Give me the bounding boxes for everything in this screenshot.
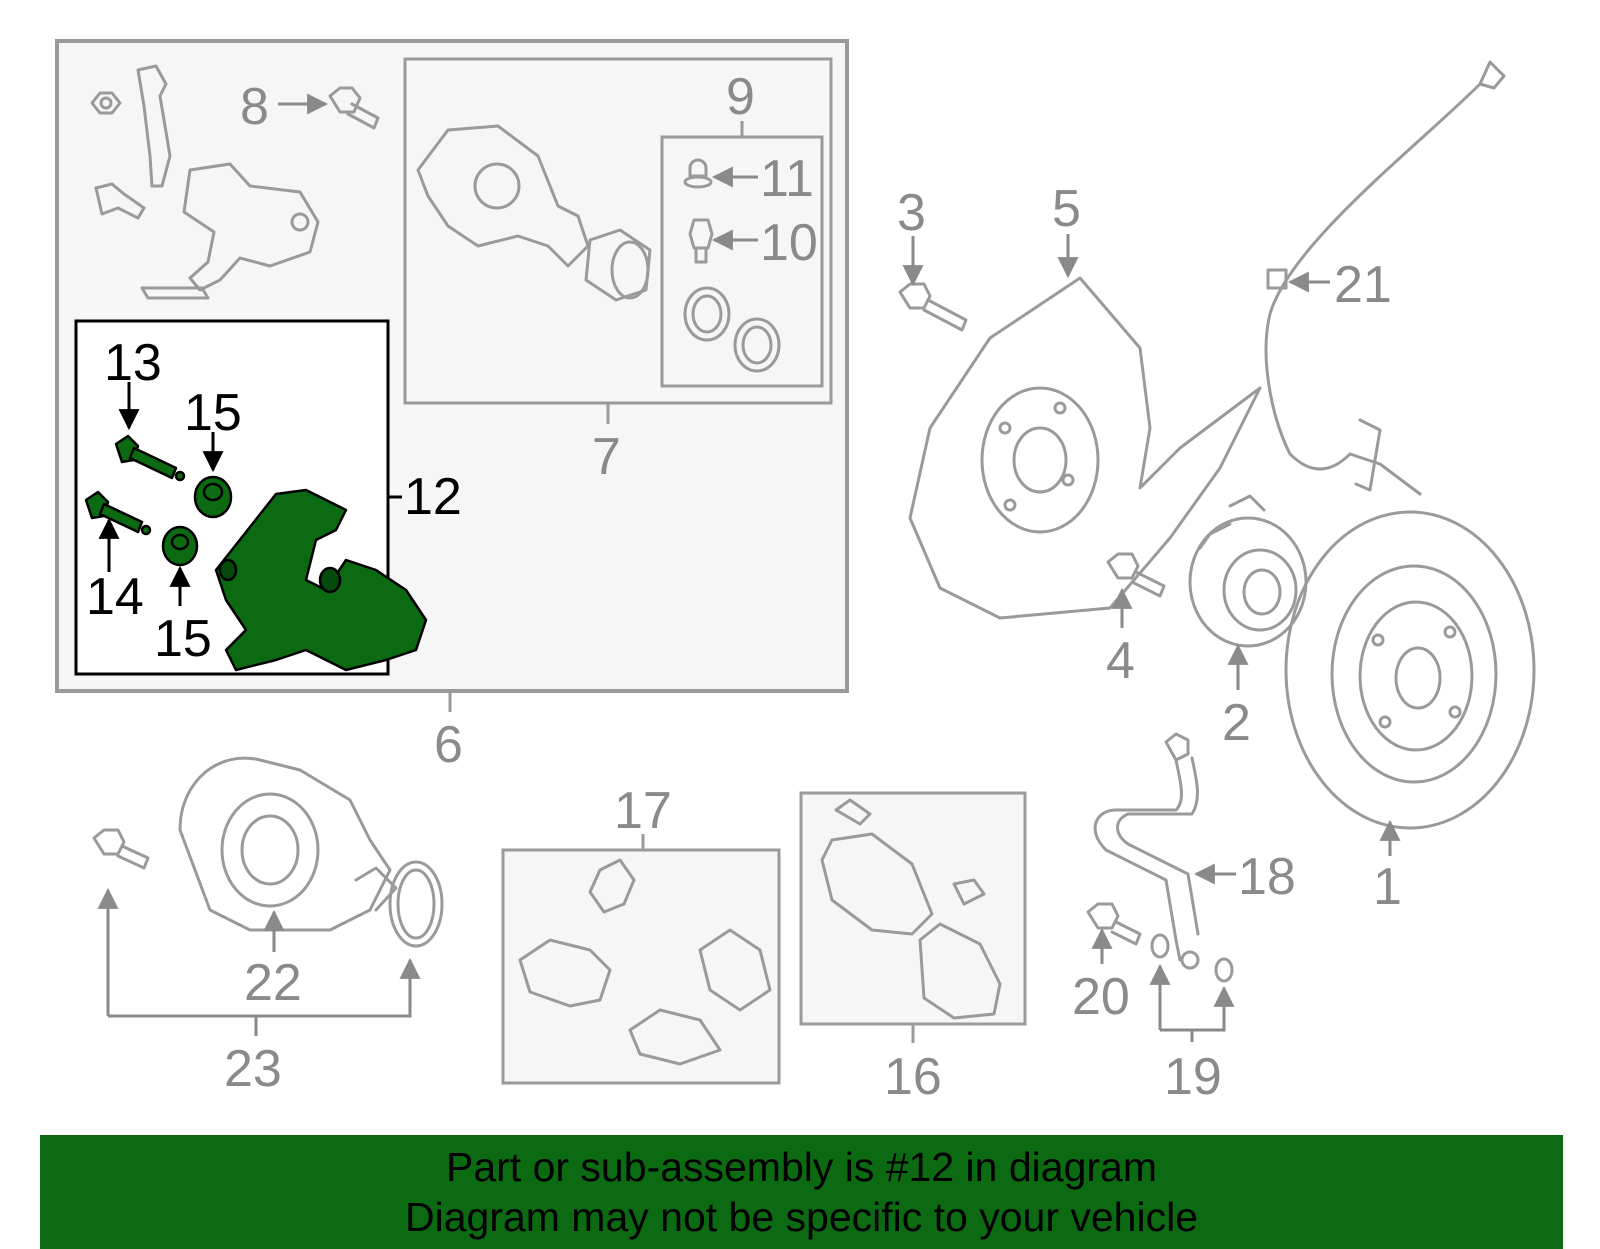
bolt-4-drawing xyxy=(1106,552,1166,598)
oring-and-bolt-23-drawing xyxy=(92,828,444,948)
info-banner: Part or sub-assembly is #12 in diagram D… xyxy=(40,1135,1563,1249)
callout-6: 6 xyxy=(434,716,463,774)
guide-pin-14-drawing xyxy=(84,490,152,536)
callout-21: 21 xyxy=(1334,256,1392,314)
bolt-3-drawing xyxy=(898,282,968,332)
abs-sensor-21-drawing xyxy=(1264,60,1506,496)
brake-pads-16-drawing xyxy=(820,798,1002,1020)
callout-22: 22 xyxy=(244,954,302,1012)
callout-23: 23 xyxy=(224,1040,282,1098)
leader-19 xyxy=(1149,963,1235,1042)
leader-23 xyxy=(97,887,421,1036)
callout-17: 17 xyxy=(614,782,672,840)
hub-2-drawing xyxy=(1188,494,1308,648)
banner-line-2: Diagram may not be specific to your vehi… xyxy=(404,1194,1198,1240)
pad-clips-17-drawing xyxy=(518,858,772,1066)
seal-kit-parts-drawing xyxy=(683,158,781,373)
callout-11: 11 xyxy=(760,150,814,208)
callout-2: 2 xyxy=(1222,694,1251,752)
callout-18: 18 xyxy=(1238,848,1296,906)
callout-5: 5 xyxy=(1052,180,1081,238)
callout-4: 4 xyxy=(1106,632,1135,690)
rotor-1-drawing xyxy=(1284,510,1536,830)
callout-20: 20 xyxy=(1072,968,1130,1026)
callout-13: 13 xyxy=(104,334,162,392)
callout-8: 8 xyxy=(240,78,269,136)
callout-9: 9 xyxy=(726,68,755,126)
callout-19: 19 xyxy=(1164,1048,1222,1106)
bracket-parts-drawing xyxy=(90,64,320,300)
callout-15a: 15 xyxy=(184,384,242,442)
parking-motor-22-drawing xyxy=(178,756,398,932)
callout-1: 1 xyxy=(1373,858,1402,916)
dust-shield-5-drawing xyxy=(908,276,1262,620)
callout-12: 12 xyxy=(404,468,462,526)
callout-3: 3 xyxy=(897,184,926,242)
caliper-support-12-drawing xyxy=(214,488,428,672)
guide-pin-13-drawing xyxy=(114,434,186,482)
banner-line-1: Part or sub-assembly is #12 in diagram xyxy=(446,1144,1157,1190)
boot-15b-drawing xyxy=(161,525,199,567)
brake-hose-18-drawing xyxy=(1093,732,1200,970)
group-box-17 xyxy=(501,834,781,1085)
callout-7: 7 xyxy=(592,428,621,486)
bolt-8-drawing xyxy=(328,86,380,130)
callout-14: 14 xyxy=(86,568,144,626)
callout-15b: 15 xyxy=(154,610,212,668)
boot-15a-drawing xyxy=(193,475,233,519)
callout-16: 16 xyxy=(884,1048,942,1106)
callout-10: 10 xyxy=(760,214,818,272)
caliper-7-drawing xyxy=(416,124,652,302)
group-box-16 xyxy=(799,791,1027,1043)
